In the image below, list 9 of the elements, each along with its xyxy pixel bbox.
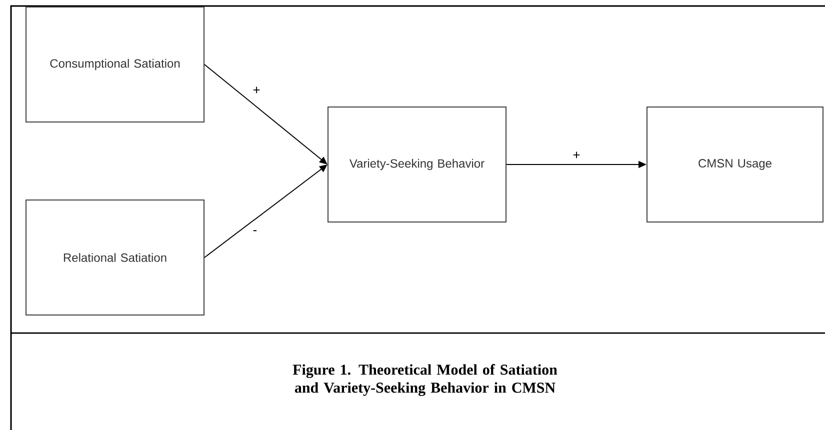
edge-label: + xyxy=(253,86,260,94)
edge-label: - xyxy=(253,230,256,232)
edge-label: + xyxy=(573,152,580,158)
process-box: Variety-Seeking Behavior xyxy=(328,106,506,222)
figure-caption: Figure 1. Theoretical Model of Satiation and Variety-Seeking Behavior in CMSN xyxy=(292,364,558,396)
arrow xyxy=(204,64,328,164)
process-box: Consumptional Satiation xyxy=(26,6,204,122)
process-box: Relational Satiation xyxy=(26,200,204,316)
process-box: CMSN Usage xyxy=(646,106,824,222)
